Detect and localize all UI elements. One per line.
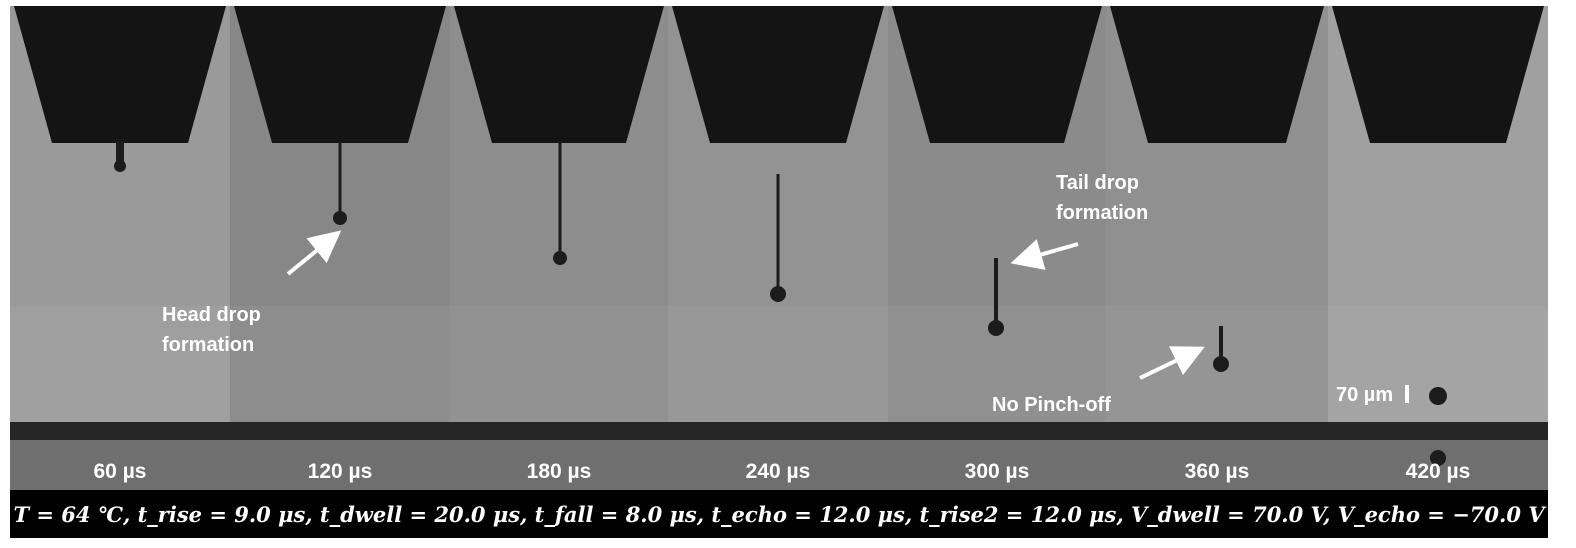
droplet-shape: [1429, 387, 1447, 466]
droplet-shape: [553, 141, 567, 265]
nozzle-shape: [892, 6, 1102, 143]
head-drop-label-line2: formation: [162, 334, 255, 356]
frame-panel: 360 µs: [1106, 6, 1328, 490]
nozzle-shape: [14, 6, 226, 143]
substrate-line: [1328, 422, 1548, 440]
nozzle-shape: [234, 6, 446, 143]
droplet-shape: [1213, 326, 1229, 372]
frame-image: [888, 6, 1106, 490]
droplet-shape: [770, 174, 786, 302]
scale-bar-text: 70 µm: [1336, 384, 1394, 406]
frame-image: [450, 6, 668, 490]
frame-time-label: 300 µs: [964, 460, 1030, 483]
head-drop-label-line1: Head drop: [162, 304, 261, 326]
frame-sequence: 60 µs 120 µs 180 µs 240 µs 300 µs 360 µs 420 µ…: [10, 6, 1548, 490]
frame-time-label: 420 µs: [1405, 460, 1471, 483]
frame-image: [230, 6, 450, 490]
tail-drop-label-line2: formation: [1056, 202, 1149, 224]
frame-time-label: 240 µs: [745, 460, 811, 483]
no-pinch-off-label: No Pinch-off: [992, 394, 1111, 416]
frame-panel: 180 µs: [450, 6, 668, 490]
substrate-line: [888, 422, 1106, 440]
frame-panel: 240 µs: [668, 6, 888, 490]
frame-panel: 60 µs: [10, 6, 230, 490]
frame-time-label: 120 µs: [307, 460, 373, 483]
figure: 60 µs 120 µs 180 µs 240 µs 300 µs 360 µs 420 µ…: [10, 6, 1548, 538]
substrate-line: [10, 422, 230, 440]
scale-bar-icon: [1404, 385, 1409, 403]
droplet-shape: [114, 141, 126, 172]
frame-image: [668, 6, 888, 490]
nozzle-shape: [1332, 6, 1544, 143]
scale-bar-label: 70 µm: [1336, 380, 1409, 410]
frame-image: [1106, 6, 1328, 490]
nozzle-shape: [1110, 6, 1324, 143]
frame-panel: 420 µs: [1328, 6, 1548, 490]
droplet-shape: [988, 258, 1004, 336]
tail-drop-label-line1: Tail drop: [1056, 172, 1139, 194]
parameter-bar: T = 64 ℃, t_rise = 9.0 μs, t_dwell = 20.…: [10, 490, 1548, 538]
substrate-line: [450, 422, 668, 440]
frame-time-label: 360 µs: [1184, 460, 1250, 483]
frame-image: [1328, 6, 1548, 490]
substrate-line: [1106, 422, 1328, 440]
nozzle-shape: [672, 6, 884, 143]
substrate-line: [230, 422, 450, 440]
head-drop-label: Head drop formation: [162, 300, 261, 360]
frame-image: [10, 6, 230, 490]
frame-panel: 120 µs: [230, 6, 450, 490]
frame-panel: 300 µs: [888, 6, 1106, 490]
frame-time-label: 60 µs: [93, 460, 147, 483]
droplet-shape: [333, 141, 347, 225]
frame-time-label: 180 µs: [526, 460, 592, 483]
tail-drop-label: Tail drop formation: [1056, 168, 1148, 228]
substrate-line: [668, 422, 888, 440]
nozzle-shape: [454, 6, 664, 143]
